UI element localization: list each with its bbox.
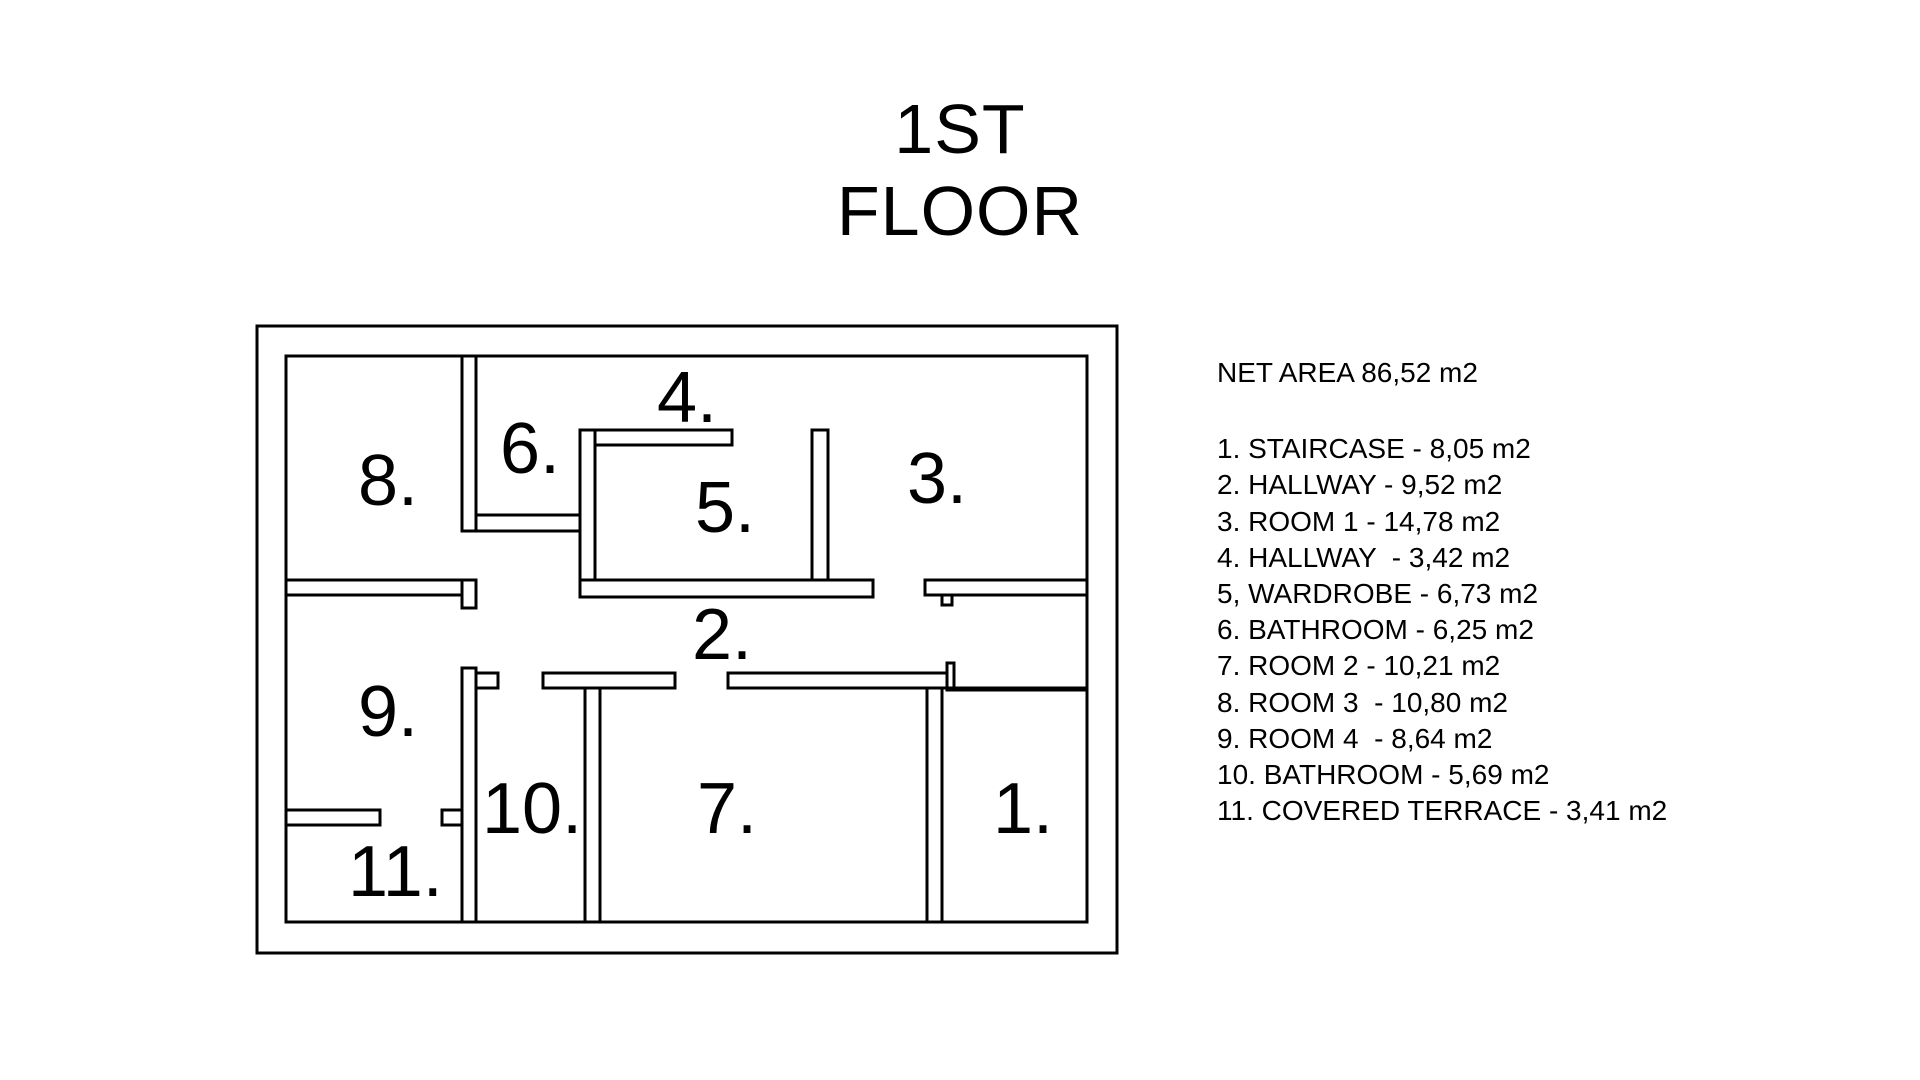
wall-3-door-jamb [940, 593, 954, 607]
wall-1-top [945, 686, 1089, 692]
room-label-3: 3. [907, 439, 967, 519]
net-area: NET AREA 86,52 m2 [1217, 357, 1478, 388]
wall-9-10 [460, 666, 478, 924]
floor-title-line1: 1ST [894, 90, 1026, 168]
room-label-5: 5. [695, 468, 755, 548]
wall-4-5 [593, 428, 734, 447]
floor-title: 1ST FLOOR [760, 88, 1160, 252]
wall-6-bottom [474, 513, 582, 533]
wall-6-5 [578, 428, 597, 599]
floor-title-line2: FLOOR [836, 172, 1084, 250]
outer-wall [255, 324, 1119, 955]
legend-item: 3. ROOM 1 - 14,78 m2 [1217, 505, 1501, 537]
wall-9-11 [284, 808, 382, 827]
wall-10-7 [583, 686, 602, 924]
area-legend: NET AREA 86,52 m2 1. STAIRCASE - 8,05 m2… [1217, 355, 1837, 829]
legend-item: 11. COVERED TERRACE - 3,41 m2 [1217, 795, 1668, 827]
wall-10-stub [474, 671, 500, 690]
wall-5-bottom [578, 578, 875, 599]
wall-10-7-top [541, 671, 677, 690]
wall-7-1 [925, 686, 944, 924]
room-label-4: 4. [657, 358, 717, 438]
room-label-8: 8. [358, 441, 418, 521]
legend-item: 7. ROOM 2 - 10,21 m2 [1217, 650, 1501, 682]
room-area-list: 1. STAIRCASE - 8,05 m2 2. HALLWAY - 9,52… [1217, 431, 1837, 829]
legend-item: 2. HALLWAY - 9,52 m2 [1217, 469, 1503, 501]
room-label-11: 11. [348, 832, 443, 912]
room-label-7: 7. [697, 769, 757, 849]
wall-7-door-jamb [945, 661, 956, 690]
wall-8-9-stub [460, 578, 478, 610]
legend-item: 5, WARDROBE - 6,73 m2 [1217, 578, 1539, 610]
legend-item: 10. BATHROOM - 5,69 m2 [1217, 759, 1550, 791]
legend-item: 8. ROOM 3 - 10,80 m2 [1217, 686, 1508, 718]
legend-item: 6. BATHROOM - 6,25 m2 [1217, 614, 1534, 646]
wall-3-bottom [923, 578, 1089, 597]
legend-item: 9. ROOM 4 - 8,64 m2 [1217, 722, 1493, 754]
wall-8-9 [284, 578, 464, 597]
wall-11-stub [440, 808, 464, 827]
room-label-1: 1. [993, 769, 1053, 849]
legend-item: 1. STAIRCASE - 8,05 m2 [1217, 433, 1531, 465]
room-label-6: 6. [500, 409, 560, 489]
wall-8-6-upper [460, 354, 478, 533]
legend-item: 4. HALLWAY - 3,42 m2 [1217, 541, 1511, 573]
room-label-2: 2. [692, 595, 752, 675]
room-label-10: 10. [482, 769, 582, 849]
room-label-9: 9. [358, 672, 418, 752]
wall-7-top [726, 671, 949, 690]
wall-5-3 [810, 428, 830, 582]
